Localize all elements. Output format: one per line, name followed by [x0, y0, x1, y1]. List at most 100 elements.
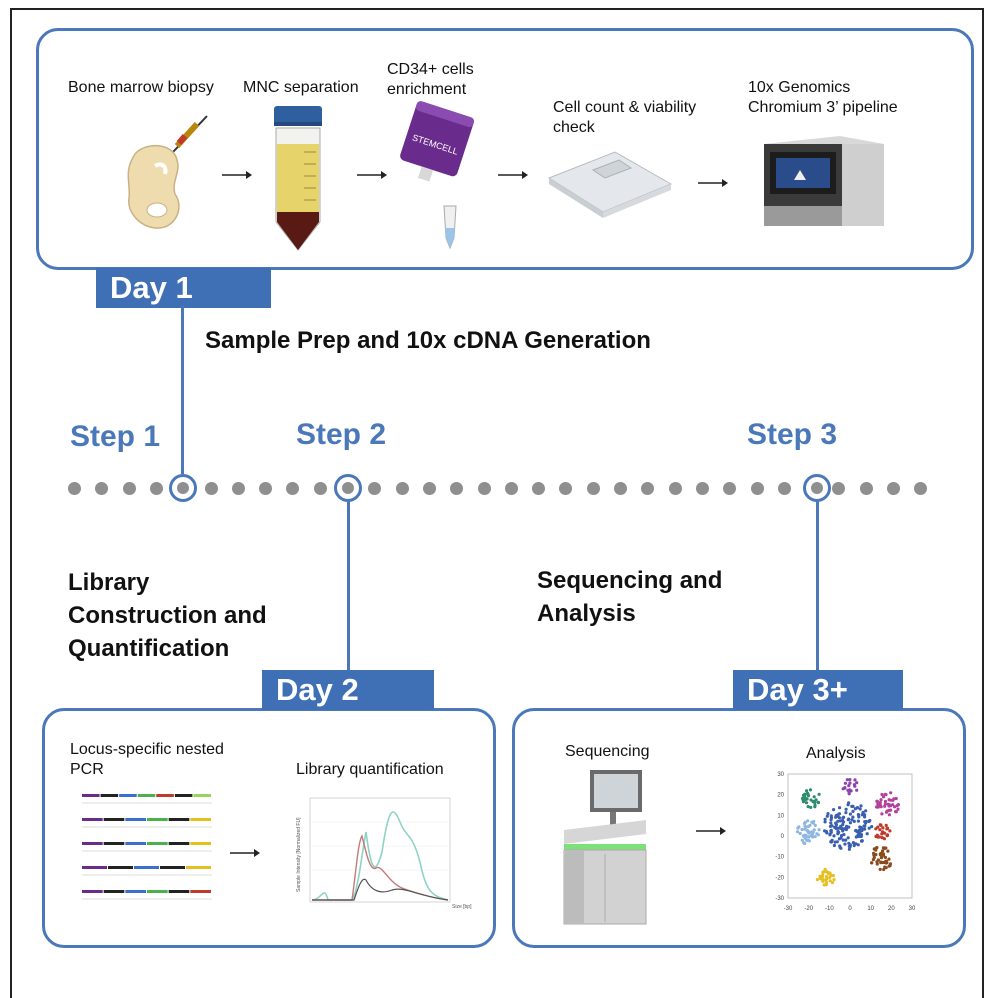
tsne-point [821, 879, 825, 883]
tsne-point [806, 830, 811, 834]
amplicon-segment [168, 818, 190, 821]
amplicon-segment [103, 818, 125, 821]
tsne-point [856, 813, 860, 817]
tsne-point [884, 861, 888, 865]
tsne-point [817, 792, 821, 796]
tsne-point [850, 804, 854, 808]
tsne-point [839, 836, 843, 840]
tsne-point [855, 788, 859, 792]
timeline-dot [859, 482, 873, 495]
timeline-dot [286, 482, 300, 495]
amplicon-segment [103, 890, 125, 893]
tsne-point [837, 816, 841, 820]
tsne-point [805, 791, 810, 795]
tsne-point [876, 802, 880, 806]
tsne-point [879, 861, 883, 865]
tsne-y-tick: -20 [775, 875, 784, 881]
tsne-point [812, 795, 816, 799]
tsne-point [874, 827, 878, 831]
step-cd34-enrichment: CD34+ cells enrichment [387, 61, 474, 98]
tsne-point [896, 807, 900, 811]
timeline-dot [887, 482, 900, 495]
figure-frame [10, 8, 984, 998]
timeline-dot [313, 482, 327, 495]
tsne-point [867, 826, 871, 830]
tsne-point [858, 807, 862, 811]
tsne-point [828, 824, 833, 828]
tsne-point [830, 881, 835, 885]
tsne-point [883, 855, 887, 859]
step2-title: Library Construction and Quantification [68, 569, 267, 662]
step1-marker [169, 474, 197, 502]
tsne-point [808, 788, 813, 792]
tsne-point [798, 831, 802, 836]
tsne-point [875, 805, 879, 809]
tsne-point [859, 833, 864, 837]
tsne-point [847, 825, 851, 829]
tsne-point [835, 840, 839, 844]
tsne-point [831, 874, 835, 878]
timeline-dot [504, 482, 518, 495]
cell-separation-column-icon: STEMCELL [400, 101, 475, 250]
tsne-point [874, 848, 878, 852]
amplicon-segment [125, 818, 146, 821]
amplicon-segment [186, 866, 211, 869]
tsne-point [881, 826, 885, 830]
tsne-point [880, 812, 884, 816]
tsne-point [824, 880, 828, 884]
tsne-point [811, 800, 815, 804]
amplicon-segment [82, 794, 100, 797]
amplicon-segment [82, 818, 103, 821]
tsne-point [839, 824, 843, 828]
tsne-point [802, 821, 806, 826]
tsne-point [875, 799, 879, 803]
tsne-point [821, 870, 825, 874]
timeline-dot [68, 482, 81, 495]
tsne-point [824, 875, 828, 879]
timeline-dot [122, 482, 136, 495]
tsne-point [857, 828, 861, 832]
tsne-point [813, 823, 817, 827]
tsne-point [894, 796, 898, 801]
timeline-dot [586, 482, 600, 495]
tsne-point [800, 838, 804, 842]
tsne-point [839, 834, 844, 838]
timeline-dot [614, 482, 627, 495]
bioanalyzer-ylabel: Sample Intensity [Normalized FU] [296, 817, 302, 892]
step1-label: Step 1 [70, 420, 161, 453]
tsne-point [856, 843, 860, 847]
tsne-point [874, 853, 878, 857]
tsne-point [886, 849, 890, 853]
tsne-point [842, 833, 846, 837]
tsne-point [802, 841, 806, 845]
step3-label: Step 3 [747, 418, 838, 451]
tsne-point [853, 784, 857, 788]
tsne-point [880, 832, 884, 836]
tsne-y-tick: -10 [775, 855, 784, 861]
timeline-dot [477, 482, 491, 495]
tsne-point [806, 819, 810, 823]
tsne-point [845, 778, 849, 782]
tsne-point [894, 810, 898, 814]
tsne-point [836, 813, 840, 817]
tsne-point [889, 804, 893, 808]
tsne-point [879, 805, 883, 809]
tsne-point [829, 830, 833, 834]
step3-title: Sequencing and Analysis [537, 567, 723, 627]
timeline-dot [668, 482, 682, 495]
amplicon-segment [190, 890, 211, 893]
tsne-point [892, 797, 896, 801]
arrow-4 [698, 179, 728, 187]
tsne-point [855, 781, 859, 785]
tsne-y-tick: 20 [777, 793, 784, 799]
tsne-point [847, 844, 851, 848]
tsne-x-tick: -20 [804, 906, 813, 912]
tsne-point [875, 846, 879, 850]
bioanalyzer-xlabel: Size [bp] [452, 904, 472, 910]
tsne-x-tick: 30 [909, 906, 916, 912]
tsne-point [813, 835, 817, 839]
tsne-point [856, 819, 860, 823]
tsne-point [796, 826, 800, 830]
tsne-point [843, 781, 847, 785]
